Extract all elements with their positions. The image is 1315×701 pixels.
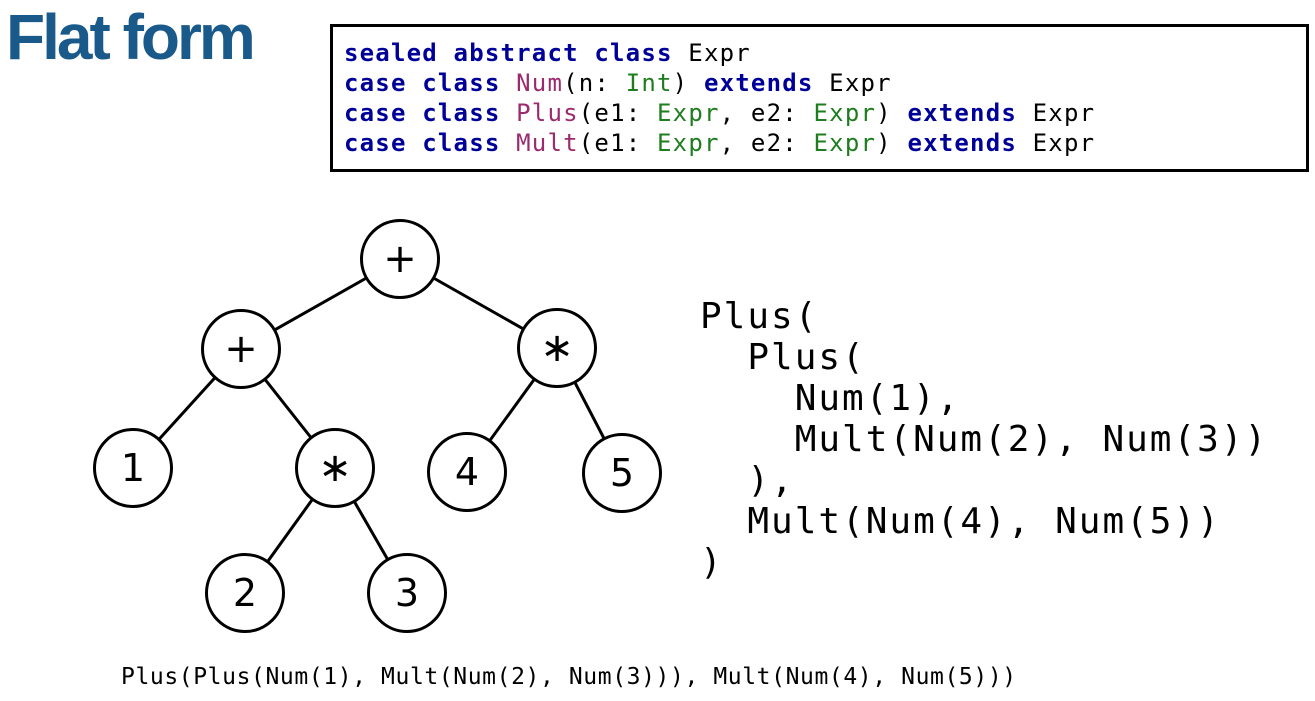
code-segment [501, 129, 517, 157]
nested-constructor-code: Plus( Plus( Num(1), Mult(Num(2), Num(3))… [700, 296, 1269, 583]
tree-node-root-plus: + [360, 219, 440, 299]
code-segment: ) [672, 69, 704, 97]
code-line-case-class-plus: case class Plus(e1: Expr, e2: Expr) exte… [344, 98, 1298, 128]
tree-node-leaf-2: 2 [205, 553, 285, 633]
code-segment: ) [876, 99, 908, 127]
code-segment: extends [907, 99, 1017, 127]
code-segment: Expr [672, 39, 751, 67]
code-line-sealed-abstract-class: sealed abstract class Expr [344, 38, 1298, 68]
code-segment: case class [344, 99, 501, 127]
code-segment: Expr [657, 129, 720, 157]
tree-node-leaf-3: 3 [367, 553, 447, 633]
code-segment: Mult [516, 129, 579, 157]
code-segment [501, 99, 517, 127]
code-segment: , e2: [719, 99, 814, 127]
tree-node-label: 4 [454, 450, 480, 494]
flat-form-code-line: Plus(Plus(Num(1), Mult(Num(2), Num(3))),… [121, 664, 1017, 690]
tree-node-label: + [383, 236, 417, 282]
code-segment: sealed abstract class [344, 39, 673, 67]
tree-node-leaf-4: 4 [427, 432, 507, 512]
tree-node-label: 2 [232, 571, 258, 615]
code-segment: , e2: [719, 129, 814, 157]
tree-node-label: ∗ [318, 445, 352, 491]
code-segment: Expr [657, 99, 720, 127]
code-segment: Int [625, 69, 673, 97]
code-segment: (e1: [578, 129, 658, 157]
code-segment: Expr [813, 69, 892, 97]
tree-node-leaf-5: 5 [582, 433, 662, 513]
code-segment: case class [344, 129, 501, 157]
code-segment: Expr [1017, 99, 1096, 127]
tree-node-label: + [224, 326, 258, 372]
code-segment: ) [876, 129, 908, 157]
tree-node-label: 3 [394, 571, 420, 615]
code-segment [501, 69, 517, 97]
tree-node-label: 5 [609, 451, 635, 495]
code-line-case-class-num: case class Num(n: Int) extends Expr [344, 68, 1298, 98]
tree-node-label: ∗ [540, 325, 574, 371]
code-line-case-class-mult: case class Mult(e1: Expr, e2: Expr) exte… [344, 128, 1298, 158]
code-segment: Expr [1017, 129, 1096, 157]
code-segment: (e1: [578, 99, 658, 127]
code-segment: extends [907, 129, 1017, 157]
code-segment: Expr [813, 99, 877, 127]
tree-node-right-mult: ∗ [517, 308, 597, 388]
code-segment: extends [703, 69, 814, 97]
code-segment: (n: [563, 69, 626, 97]
tree-node-leaf-1: 1 [93, 428, 173, 508]
slide-title: Flat form [6, 1, 256, 73]
tree-node-mid-mult: ∗ [295, 428, 375, 508]
scala-definitions-code-box: sealed abstract class Expr case class Nu… [330, 24, 1309, 172]
tree-node-left-plus: + [201, 309, 281, 389]
tree-node-label: 1 [120, 446, 146, 490]
code-segment: Plus [516, 99, 579, 127]
code-segment: Expr [813, 129, 877, 157]
code-segment: Num [516, 69, 564, 97]
code-segment: case class [344, 69, 501, 97]
